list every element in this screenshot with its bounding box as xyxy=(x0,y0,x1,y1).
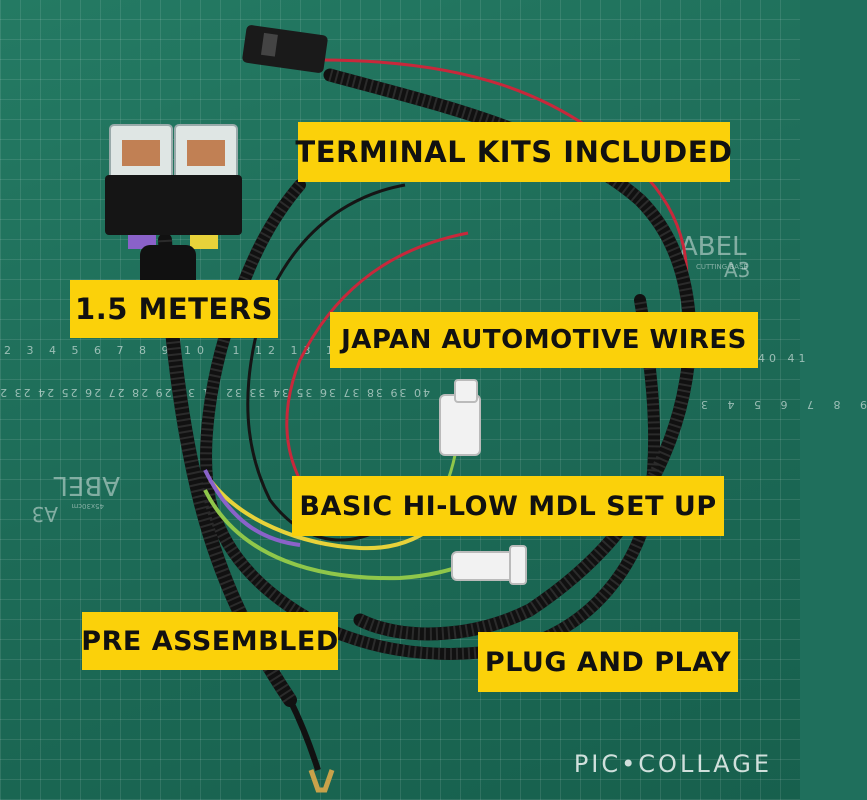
white-connector-upper xyxy=(439,379,481,456)
purple-wire xyxy=(203,469,301,547)
relay-left xyxy=(105,124,177,249)
label-length: 1.5 METERS xyxy=(70,280,278,338)
green-wire xyxy=(203,489,466,581)
ruler-numbers-right: 40 41 xyxy=(758,352,810,365)
label-wires: JAPAN AUTOMOTIVE WIRES xyxy=(330,312,758,368)
wire-loom-inner xyxy=(200,179,661,660)
ground-wire xyxy=(287,698,321,771)
ground-terminal xyxy=(308,769,335,793)
white-connector-lower xyxy=(451,545,527,585)
relay-right xyxy=(170,124,242,249)
label-setup: BASIC HI-LOW MDL SET UP xyxy=(292,476,724,536)
board-brand-text: ABEL xyxy=(680,232,747,262)
board-size-text: A3 xyxy=(724,258,751,282)
label-plug-play: PLUG AND PLAY xyxy=(478,632,738,692)
board-sub-text: CUTTING BASE xyxy=(696,263,748,271)
top-connector xyxy=(242,25,328,73)
red-wire-loop xyxy=(285,231,469,481)
label-terminal-kits: TERMINAL KITS INCLUDED xyxy=(295,122,732,182)
label-pre-assembled: PRE ASSEMBLED xyxy=(81,612,338,670)
pic-collage-watermark: PIC•COLLAGE xyxy=(573,750,772,778)
